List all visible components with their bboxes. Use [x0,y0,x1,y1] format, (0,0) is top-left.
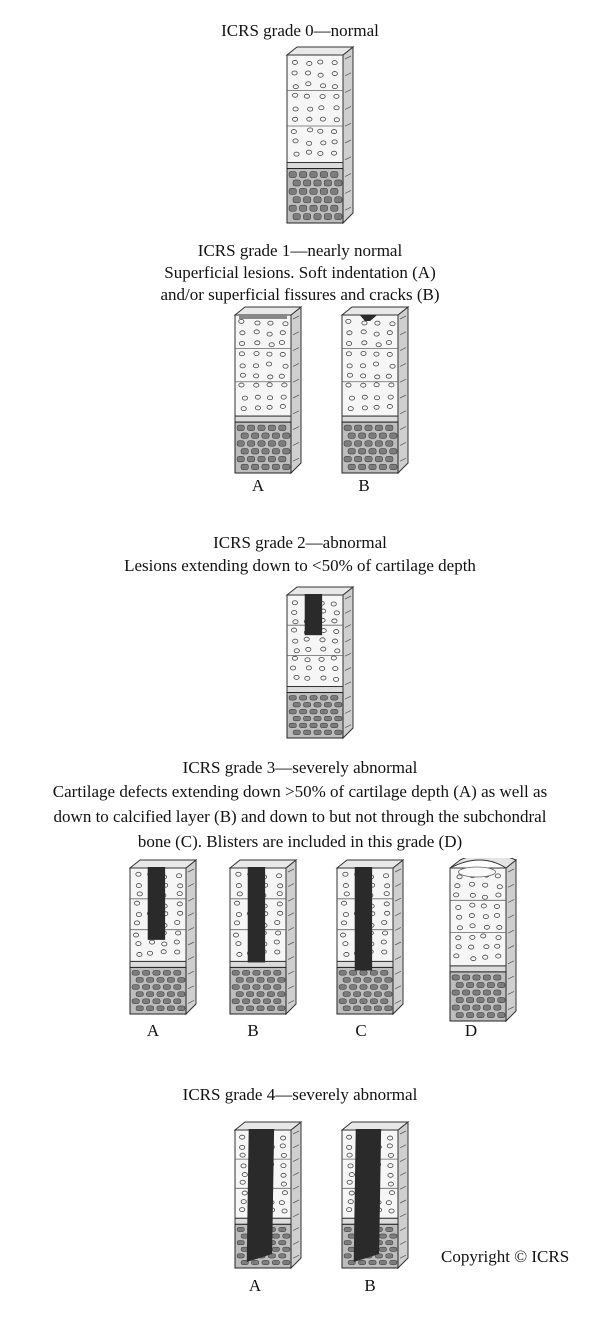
grade3-label-a: A [146,1021,160,1040]
grade4-label-a: A [248,1276,262,1295]
grade4-title: ICRS grade 4—severely abnormal [182,1085,418,1104]
cartilage-block-grade0 [285,45,355,225]
grade4-label-b: B [364,1276,376,1295]
cartilage-block-grade3-c [335,858,405,1016]
grade1-desc-line2: and/or superficial fissures and cracks (… [160,285,440,304]
grade3-desc-line1: Cartilage defects extending down >50% of… [52,782,548,801]
grade3-title: ICRS grade 3—severely abnormal [182,758,418,777]
grade3-label-d: D [464,1021,478,1040]
copyright-notice: Copyright © ICRS [441,1247,570,1266]
grade2-title: ICRS grade 2—abnormal [213,533,387,552]
grade1-title: ICRS grade 1—nearly normal [197,241,403,260]
grade3-label-c: C [355,1021,367,1040]
grade1-label-b: B [358,476,370,495]
cartilage-block-grade1-b [340,305,410,475]
cartilage-block-grade3-b [228,858,298,1016]
cartilage-block-grade4-a [233,1120,303,1270]
grade3-desc-line3: bone (C). Blisters are included in this … [137,832,463,851]
grade2-desc: Lesions extending down to <50% of cartil… [124,556,476,575]
grade0-title: ICRS grade 0—normal [221,21,379,40]
grade1-label-a: A [251,476,265,495]
cartilage-block-grade3-a [128,858,198,1016]
grade3-desc-line2: down to calcified layer (B) and down to … [53,807,547,826]
cartilage-block-grade1-a [233,305,303,475]
grade3-label-b: B [247,1021,259,1040]
cartilage-block-grade4-b [340,1120,410,1270]
grade1-desc-line1: Superficial lesions. Soft indentation (A… [164,263,436,282]
cartilage-block-grade3-d [449,858,517,1023]
cartilage-block-grade2 [285,585,355,740]
